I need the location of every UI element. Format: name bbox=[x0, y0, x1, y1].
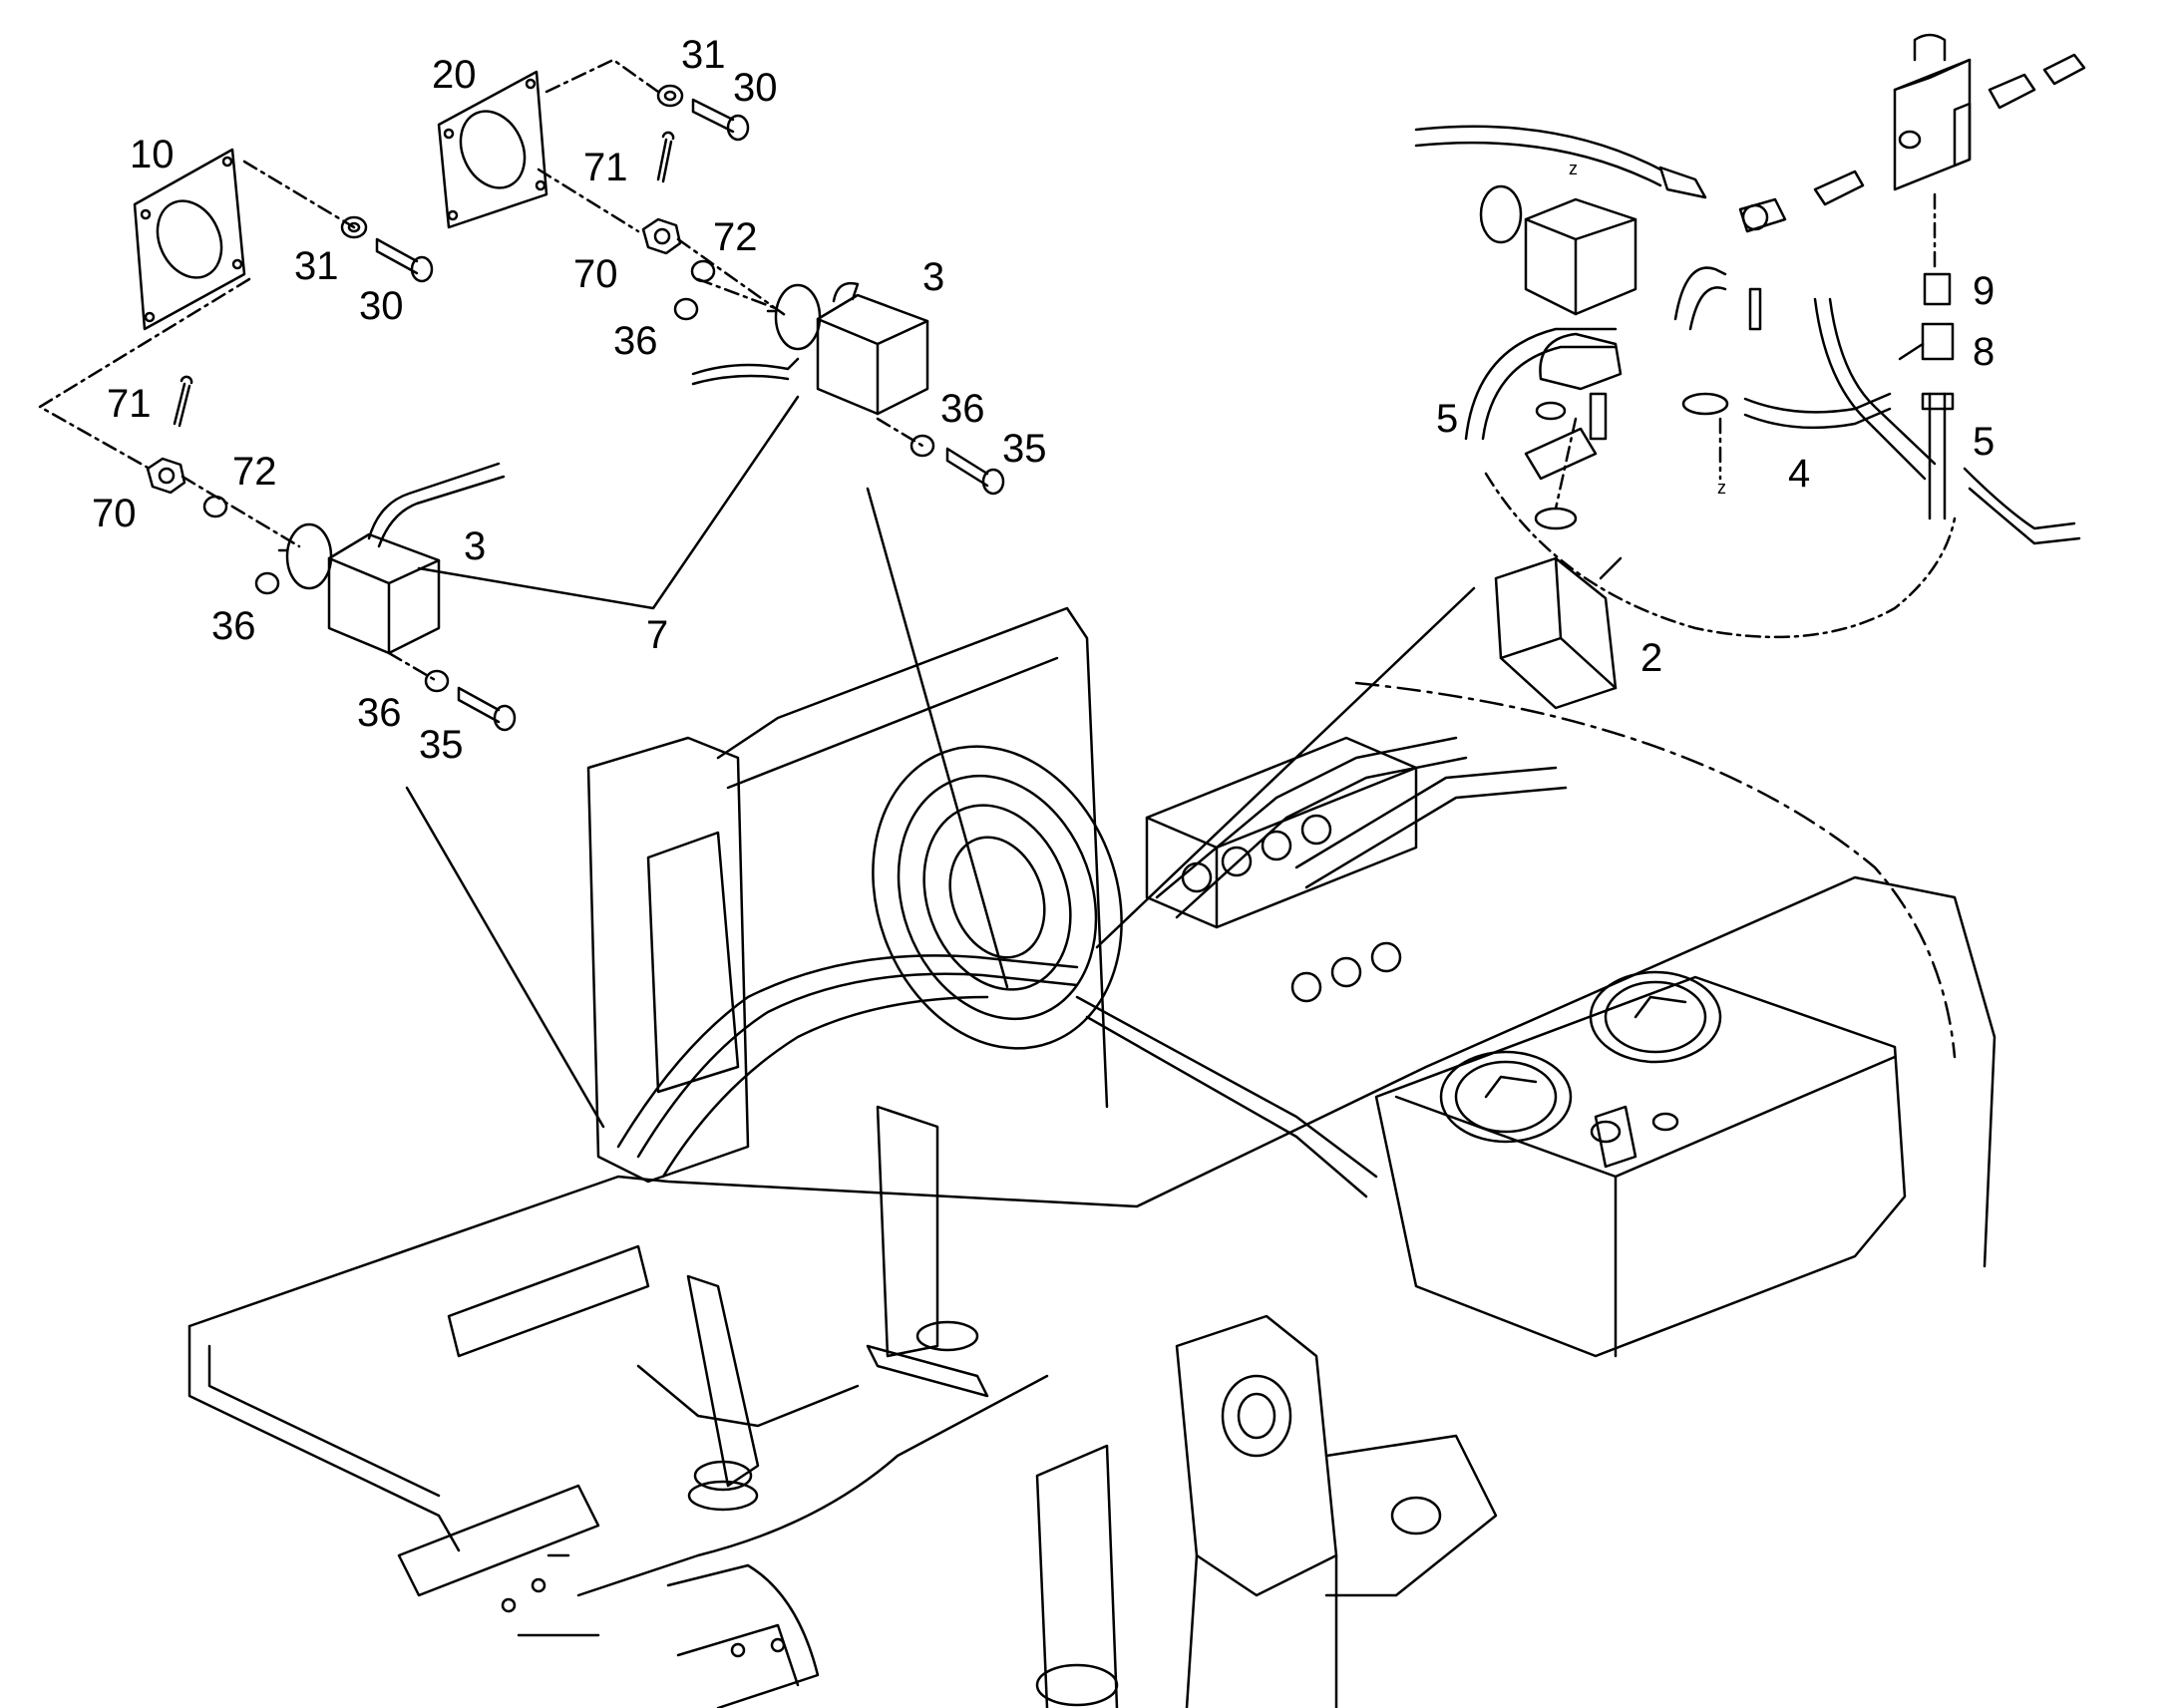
tee-fitting-8 bbox=[1898, 322, 1955, 361]
hose-5-top bbox=[1414, 125, 1707, 199]
callout-z: z bbox=[1717, 478, 1726, 498]
callout-70: 70 bbox=[92, 492, 137, 535]
engine-mount-center bbox=[866, 1105, 989, 1398]
base-frame bbox=[187, 875, 1997, 1708]
valve-bank bbox=[1145, 736, 1418, 1003]
callout-z: z bbox=[1569, 159, 1578, 178]
washer-36-upper bbox=[673, 297, 699, 321]
valve-block bbox=[1893, 33, 1972, 191]
cooling-fan bbox=[872, 745, 1123, 1050]
callout-9: 9 bbox=[1973, 269, 1996, 313]
callout-3: 3 bbox=[464, 524, 487, 568]
bolt-35-lower bbox=[457, 686, 517, 732]
callout-8: 8 bbox=[1973, 330, 1996, 374]
callout-31: 31 bbox=[294, 244, 339, 288]
pump-valve-top bbox=[1479, 184, 1637, 316]
nut-70-upper bbox=[641, 217, 682, 255]
washer-72-lower bbox=[202, 495, 228, 518]
callout-35: 35 bbox=[1002, 427, 1047, 471]
callout-72: 72 bbox=[713, 215, 758, 259]
split-pin-71-lower bbox=[173, 375, 193, 428]
callout-30: 30 bbox=[733, 66, 778, 110]
assembly-lines-right bbox=[1484, 417, 1957, 639]
fitting-9 bbox=[1923, 272, 1952, 306]
o-ring-left bbox=[1534, 507, 1578, 530]
pump-2 bbox=[1494, 556, 1623, 710]
callout-36: 36 bbox=[940, 387, 985, 431]
nut-70-lower bbox=[146, 457, 186, 495]
enclosure-outline bbox=[1354, 681, 1957, 1059]
plate-10 bbox=[133, 148, 246, 331]
callout-71: 71 bbox=[107, 382, 152, 426]
washer-72-upper bbox=[690, 259, 716, 283]
callout-2: 2 bbox=[1640, 636, 1663, 680]
split-pin-71-upper bbox=[656, 131, 675, 183]
assembly-lines-left bbox=[38, 58, 924, 683]
hydraulic-lines bbox=[616, 736, 1568, 1198]
bolt-30-upper bbox=[691, 98, 750, 142]
actuator-3-lower bbox=[277, 462, 506, 655]
engine-mount-left bbox=[686, 1274, 760, 1512]
fuel-filter-cap bbox=[1594, 1105, 1637, 1169]
callout-36: 36 bbox=[613, 319, 658, 363]
hydraulic-pump-main bbox=[1175, 1314, 1498, 1708]
washer-31-lower bbox=[340, 215, 368, 239]
washer-36-right-upper bbox=[909, 434, 935, 458]
leader-upper-actuator bbox=[866, 487, 1009, 989]
callout-70: 70 bbox=[573, 252, 618, 296]
callout-71: 71 bbox=[583, 146, 628, 189]
adapter-fittings-right bbox=[1813, 53, 2086, 206]
washer-36-lower bbox=[254, 571, 280, 595]
callout-5: 5 bbox=[1973, 420, 1996, 464]
callout-35: 35 bbox=[419, 723, 464, 767]
callout-30: 30 bbox=[359, 284, 404, 328]
callout-20: 20 bbox=[432, 53, 477, 97]
callout-72: 72 bbox=[232, 450, 277, 494]
callout-7: 7 bbox=[646, 613, 669, 657]
hose-5-right bbox=[1921, 392, 2081, 545]
actuator-3-upper bbox=[691, 281, 929, 416]
leader-lower-actuator bbox=[405, 786, 605, 1129]
callout-10: 10 bbox=[130, 133, 175, 176]
callout-36: 36 bbox=[211, 604, 256, 648]
callout-4: 4 bbox=[1788, 452, 1811, 496]
elbow-fitting-upper bbox=[1738, 197, 1787, 233]
leader-7 bbox=[417, 395, 800, 610]
leader-pump-2 bbox=[1095, 586, 1476, 949]
washer-31-upper bbox=[656, 84, 684, 108]
callout-3: 3 bbox=[922, 255, 945, 299]
hose-5-left bbox=[1464, 327, 1623, 441]
rear-bracket bbox=[501, 1444, 1119, 1708]
washer-36-right-lower bbox=[424, 669, 450, 693]
hydraulic-tank bbox=[1374, 970, 1907, 1358]
clamp-left bbox=[1524, 392, 1608, 481]
bolt-30-lower bbox=[375, 237, 434, 283]
callout-36: 36 bbox=[357, 691, 402, 735]
bolt-35-upper bbox=[945, 447, 1005, 496]
plate-20 bbox=[437, 70, 548, 229]
hose-4 bbox=[1673, 266, 1937, 481]
callout-31: 31 bbox=[681, 33, 726, 77]
callout-5: 5 bbox=[1436, 397, 1459, 441]
radiator-frame bbox=[586, 606, 1109, 1184]
